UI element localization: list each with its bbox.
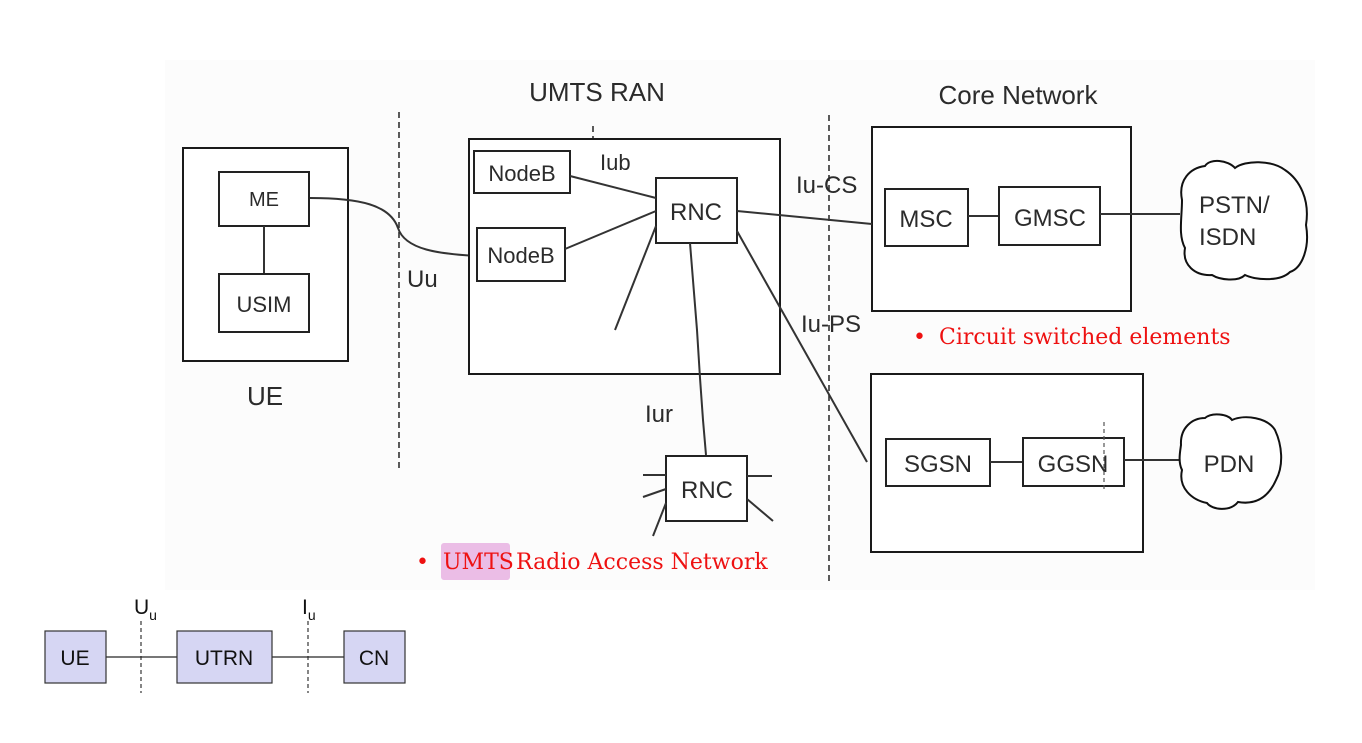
rnc2-stub-5 — [746, 498, 774, 522]
pdn-label: PDN — [1204, 451, 1255, 478]
gmsc-node — [998, 186, 1101, 246]
circuit-bullet: • — [913, 325, 926, 350]
ue-section-label: UE — [247, 381, 283, 411]
iur-label: Iur — [645, 401, 673, 428]
pdn-cloud — [1178, 413, 1283, 510]
simple-utrn-label: UTRN — [195, 647, 253, 670]
sgsn-label: SGSN — [904, 451, 972, 478]
nodeb-1-node — [473, 150, 571, 194]
rnc2-stub-3 — [652, 502, 667, 537]
nodeb1-rnc-link — [569, 175, 657, 199]
umts-highlight — [441, 543, 510, 580]
simple-ue-node — [44, 630, 107, 684]
ran-section-label: UMTS RAN — [529, 77, 665, 107]
nodeb-2-label: NodeB — [487, 243, 554, 268]
ran-annotation-text: Radio Access Network — [516, 550, 768, 575]
ran-bullet: • — [416, 550, 429, 575]
rnc-1-node — [655, 177, 738, 244]
iu-cs-link — [736, 210, 873, 225]
rnc-2-node — [665, 455, 748, 522]
gmsc-label: GMSC — [1014, 205, 1086, 232]
ggsn-label: GGSN — [1038, 451, 1109, 478]
core-section-label: Core Network — [939, 80, 1099, 110]
msc-label: MSC — [899, 206, 952, 233]
usim-label: USIM — [237, 292, 292, 317]
rnc-2-label: RNC — [681, 477, 733, 504]
simple-cn-node — [343, 630, 406, 684]
simple-uu-label: Uu — [134, 596, 157, 623]
simple-ue-label: UE — [60, 647, 89, 670]
iu-cs-label: Iu-CS — [796, 172, 857, 199]
iur-link — [689, 242, 707, 456]
nodeb2-rnc-link — [564, 210, 657, 250]
uu-label: Uu — [407, 266, 438, 293]
simple-iu-label: Iu — [302, 596, 316, 623]
pstn-isdn-cloud — [1179, 160, 1308, 281]
rnc2-stub-2 — [642, 488, 667, 498]
usim-node — [218, 273, 310, 333]
ran-annotation-highlight: UMTS — [443, 550, 514, 575]
circuit-switched-annotation: Circuit switched elements — [939, 325, 1231, 350]
simple-uu-main: U — [134, 596, 149, 619]
simple-iu-main: I — [302, 596, 308, 619]
iu-ps-link — [736, 230, 868, 463]
ggsn-node — [1022, 437, 1125, 487]
rnc-stub-link — [614, 225, 657, 331]
rnc-1-label: RNC — [670, 199, 722, 226]
iu-ps-label: Iu-PS — [801, 311, 861, 338]
msc-node — [884, 188, 969, 247]
me-node — [218, 171, 310, 227]
iub-label: Iub — [600, 150, 631, 175]
pstn-label-line2: ISDN — [1199, 224, 1256, 251]
simple-iu-sub: u — [308, 607, 316, 623]
me-label: ME — [249, 189, 279, 211]
uu-radio-link — [309, 197, 478, 257]
simple-uu-sub: u — [149, 607, 157, 623]
simple-utrn-node — [176, 630, 273, 684]
nodeb-2-node — [476, 227, 566, 282]
simple-cn-label: CN — [359, 647, 389, 670]
pstn-label-line1: PSTN/ — [1199, 192, 1270, 219]
nodeb-1-label: NodeB — [488, 161, 555, 186]
sgsn-node — [885, 438, 991, 487]
